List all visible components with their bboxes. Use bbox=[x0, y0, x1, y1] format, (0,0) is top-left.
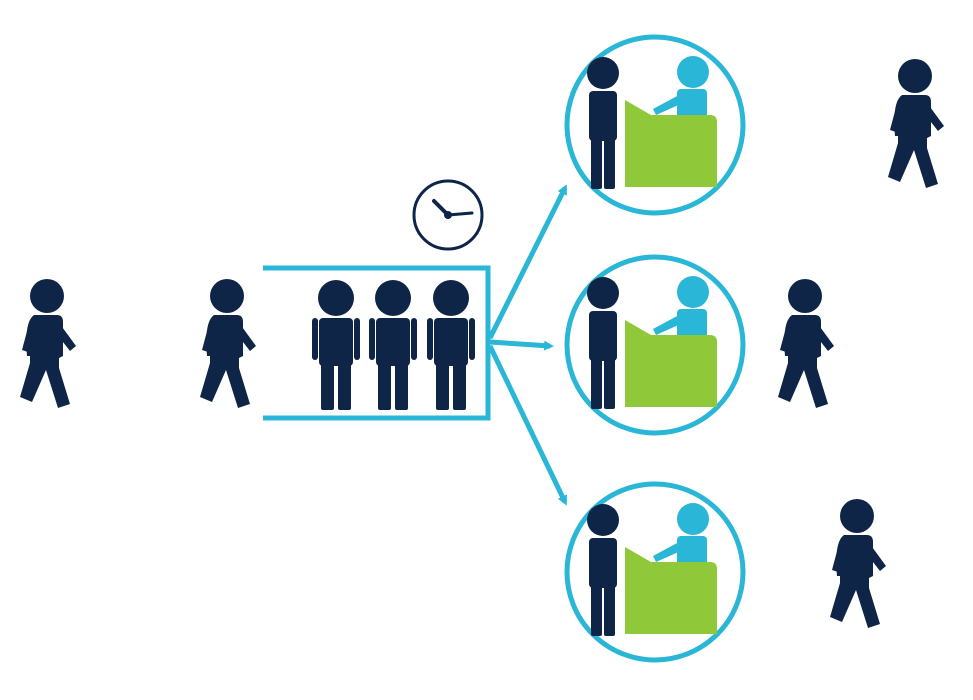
service-station-2 bbox=[567, 257, 743, 433]
arriving-customer-2 bbox=[200, 279, 256, 408]
queue-box bbox=[263, 265, 491, 421]
queued-customer-2 bbox=[369, 280, 417, 410]
arrow-to-station-3 bbox=[487, 344, 568, 506]
service-station-1 bbox=[567, 37, 743, 213]
departing-customer-3 bbox=[830, 499, 886, 628]
queued-customer-3 bbox=[427, 280, 475, 410]
arrow-to-station-2 bbox=[489, 339, 554, 351]
departing-customer-2 bbox=[778, 279, 834, 408]
service-station-3 bbox=[567, 484, 743, 660]
arriving-customer-1 bbox=[20, 279, 76, 408]
queued-customer-1 bbox=[312, 280, 360, 410]
arrow-to-station-1 bbox=[487, 184, 568, 340]
clock-icon bbox=[412, 179, 484, 251]
departing-customer-1 bbox=[888, 59, 944, 188]
